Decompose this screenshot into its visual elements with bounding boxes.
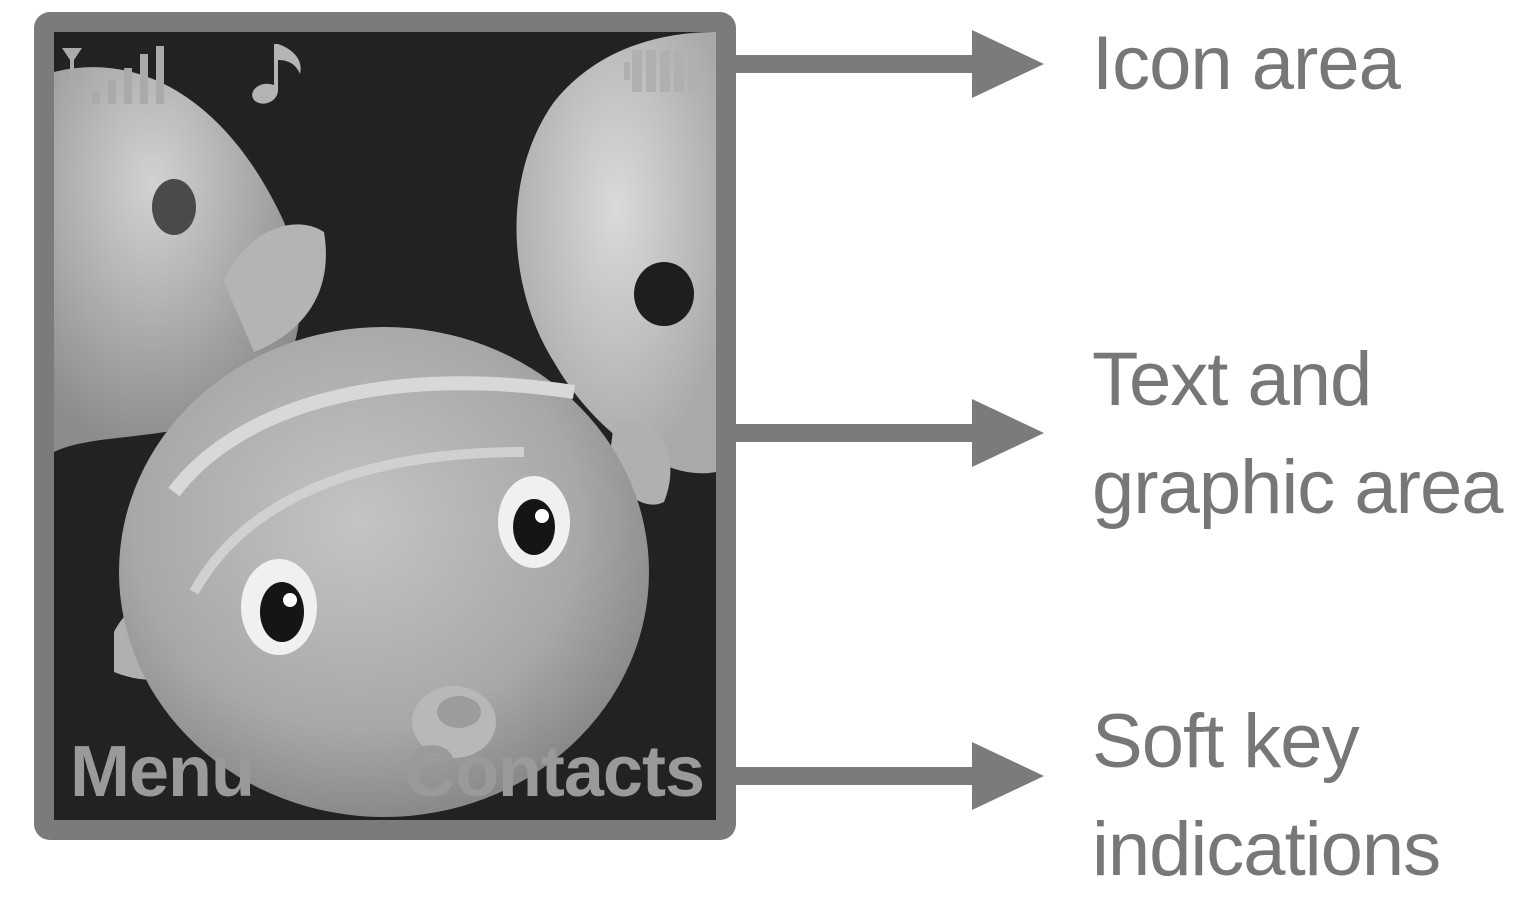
arrow-soft-key-indications (734, 742, 1044, 810)
label-line: Text and (1092, 337, 1372, 422)
arrow-text-graphic-area (734, 399, 1044, 467)
wallpaper-fish-image (54, 32, 716, 820)
label-soft-key-indications: Soft key indications (1092, 688, 1441, 904)
label-text-graphic-area: Text and graphic area (1092, 326, 1503, 542)
status-bar (54, 32, 716, 122)
label-line: Icon area (1092, 21, 1401, 106)
signal-strength-icon (62, 46, 164, 104)
label-line: indications (1092, 806, 1441, 892)
softkey-menu[interactable]: Menu (70, 732, 255, 812)
music-note-icon (252, 44, 301, 104)
softkey-contacts[interactable]: Contacts (403, 732, 705, 812)
phone-screen: Menu Contacts (34, 12, 736, 840)
battery-icon (624, 50, 698, 92)
callout-arrows (734, 30, 1044, 810)
label-line: graphic area (1092, 444, 1503, 530)
arrow-icon-area (734, 30, 1044, 98)
label-line: Soft key (1092, 699, 1360, 784)
label-icon-area: Icon area (1092, 10, 1401, 118)
